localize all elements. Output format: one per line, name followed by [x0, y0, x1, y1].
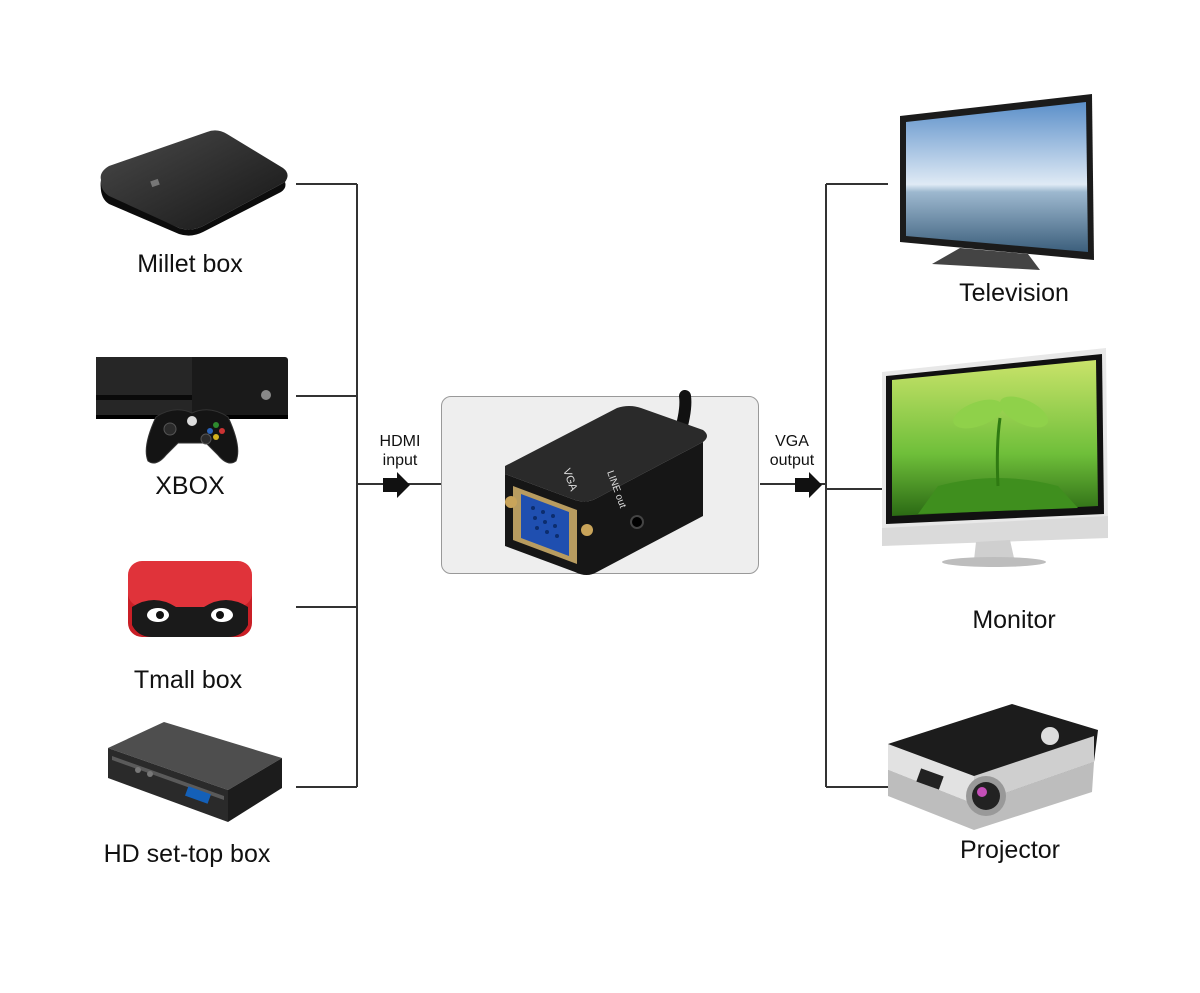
input-label-tmall-box: Tmall box: [133, 666, 243, 694]
input-arrow-icon: [383, 472, 410, 498]
vga-output-line1: VGA: [775, 433, 809, 450]
output-label-projector: Projector: [959, 836, 1061, 864]
set-top-box-icon: [108, 722, 282, 822]
hdmi-to-vga-adapter-icon: VGA LINE out: [505, 390, 707, 575]
xbox-console-icon: [96, 357, 288, 464]
vga-output-label: VGA output: [760, 432, 824, 470]
hdmi-input-line2: input: [382, 452, 418, 469]
hdmi-input-line1: HDMI: [379, 433, 421, 450]
output-label-monitor: Monitor: [972, 606, 1056, 634]
television-icon: [900, 94, 1094, 270]
output-label-television: Television: [959, 279, 1069, 307]
monitor-icon: [882, 348, 1108, 567]
input-label-xbox: XBOX: [155, 472, 225, 500]
output-arrow-icon: [795, 472, 822, 498]
input-label-millet-box: Millet box: [137, 250, 243, 278]
input-label-hd-set-top-box: HD set-top box: [103, 840, 271, 868]
hdmi-input-label: HDMI input: [370, 432, 430, 470]
millet-box-icon: [100, 130, 288, 236]
vga-output-line2: output: [769, 452, 815, 469]
projector-icon: [888, 704, 1098, 830]
tmall-box-icon: [128, 561, 252, 637]
